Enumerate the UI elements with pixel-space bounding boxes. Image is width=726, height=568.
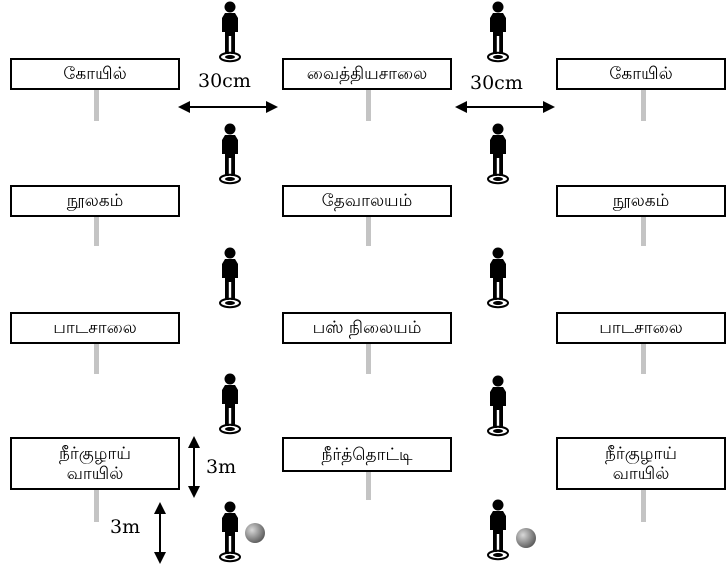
ball-icon — [516, 528, 536, 548]
person-standing-on-disc-icon — [219, 247, 241, 309]
sign-pole — [366, 215, 371, 246]
sign-pole — [94, 342, 99, 374]
distance-label-vertical: 3m — [110, 516, 141, 538]
sign-water-tap-left: நீர்குழாய் வாயில் — [10, 437, 180, 490]
person-standing-on-disc-icon — [487, 1, 509, 63]
sign-library-left: நூலகம் — [10, 185, 180, 217]
ball-icon — [245, 523, 265, 543]
sign-pole — [641, 342, 646, 374]
person-standing-on-disc-icon — [219, 1, 241, 63]
distance-label-horizontal: 30cm — [470, 72, 523, 94]
person-standing-on-disc-icon — [487, 375, 509, 437]
double-arrow-vertical-icon — [154, 502, 166, 564]
sign-pole — [366, 470, 371, 500]
sign-pole — [94, 88, 99, 121]
person-standing-on-disc-icon — [487, 123, 509, 185]
sign-temple-right: கோயில் — [556, 58, 726, 90]
sign-school-left: பாடசாலை — [10, 312, 180, 344]
sign-bus-stand: பஸ் நிலையம் — [282, 312, 452, 344]
person-standing-on-disc-icon — [487, 247, 509, 309]
person-standing-on-disc-icon — [487, 499, 509, 561]
double-arrow-horizontal-icon — [178, 101, 278, 113]
sign-pole — [366, 342, 371, 374]
sign-water-tank: நீர்த்தொட்டி — [282, 437, 452, 472]
sign-pole — [641, 88, 646, 121]
sign-pole — [641, 215, 646, 246]
sign-water-tap-right: நீர்குழாய் வாயில் — [556, 437, 726, 490]
sign-pole — [366, 88, 371, 121]
double-arrow-vertical-icon — [188, 436, 200, 498]
sign-pole — [641, 488, 646, 522]
sign-pole — [94, 488, 99, 522]
distance-label-horizontal: 30cm — [198, 70, 251, 92]
sign-library-right: நூலகம் — [556, 185, 726, 217]
sign-church: தேவாலயம் — [282, 185, 452, 217]
sign-temple-left: கோயில் — [10, 58, 180, 90]
distance-label-vertical: 3m — [206, 456, 237, 478]
person-standing-on-disc-icon — [219, 501, 241, 563]
person-standing-on-disc-icon — [219, 373, 241, 435]
double-arrow-horizontal-icon — [455, 101, 555, 113]
sign-pole — [94, 215, 99, 246]
sign-hospital: வைத்தியசாலை — [282, 58, 452, 90]
sign-school-right: பாடசாலை — [556, 312, 726, 344]
person-standing-on-disc-icon — [219, 123, 241, 185]
